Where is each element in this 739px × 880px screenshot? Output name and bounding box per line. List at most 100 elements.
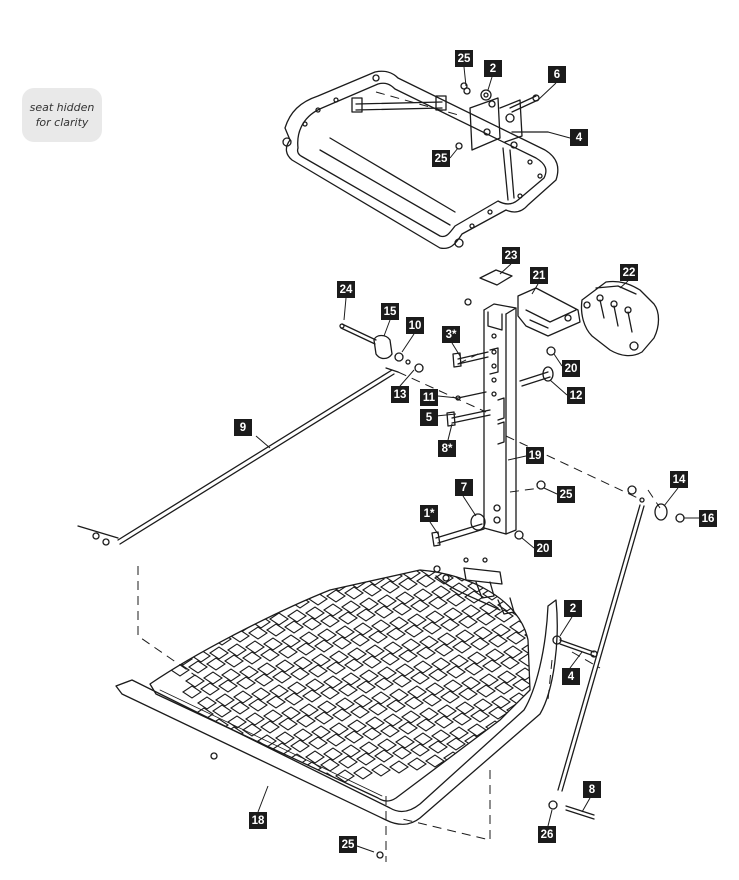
mesh-cell — [170, 591, 190, 605]
mesh-cell — [506, 570, 526, 573]
mesh-cell — [446, 737, 466, 751]
mesh-cell — [495, 538, 513, 550]
mesh-cell — [522, 499, 540, 511]
mesh-cell — [236, 676, 256, 690]
mesh-cell — [585, 667, 603, 679]
mesh-cell — [288, 538, 306, 550]
mesh-cell — [518, 725, 530, 739]
mesh-cell — [254, 601, 274, 615]
mesh-cell — [221, 596, 241, 610]
mesh-cell — [303, 546, 321, 558]
callout-7: 7 — [455, 479, 473, 496]
mesh-cell — [585, 595, 603, 607]
mesh-cell — [194, 635, 214, 649]
mesh-cell — [582, 609, 600, 621]
mesh-cell — [419, 570, 439, 577]
mesh-cell — [479, 601, 499, 615]
mesh-cell — [248, 698, 268, 712]
mesh-cell — [285, 549, 303, 561]
callout-20-lower: 20 — [534, 540, 552, 557]
mesh-cell — [441, 547, 459, 559]
mesh-cell — [353, 766, 373, 780]
mesh-cell — [323, 747, 343, 761]
mesh-cell — [335, 625, 355, 639]
mesh-cell — [411, 528, 429, 540]
mesh-cell — [320, 686, 340, 700]
mesh-cell — [494, 609, 514, 623]
callout-25-top: 25 — [455, 50, 473, 67]
mesh-cell — [302, 617, 322, 631]
mesh-cell — [449, 654, 469, 668]
mesh-cell — [198, 553, 216, 565]
mesh-cell — [245, 784, 265, 798]
mesh-cell — [176, 570, 196, 580]
mesh-cell — [224, 582, 244, 596]
mesh-cell — [249, 555, 267, 567]
mesh-cell — [440, 690, 460, 704]
mesh-cell — [150, 608, 169, 622]
mesh-cell — [395, 591, 415, 605]
callout-1-star: 1* — [420, 505, 438, 522]
mesh-cell — [242, 579, 262, 593]
mesh-cell — [344, 586, 364, 600]
mesh-cell — [446, 593, 466, 607]
mesh-cell — [339, 540, 357, 552]
callout-8: 8 — [583, 781, 601, 798]
mesh-cell — [482, 659, 502, 673]
mesh-cell — [525, 485, 543, 497]
callout-13: 13 — [391, 386, 409, 403]
mesh-cell — [234, 547, 252, 559]
mesh-cell — [183, 542, 201, 554]
mesh-cell — [491, 623, 511, 637]
mesh-cell — [410, 599, 430, 613]
mesh-cell — [503, 573, 523, 587]
mesh-cell — [260, 576, 280, 590]
mesh-cell — [576, 562, 594, 574]
mesh-cell — [408, 542, 426, 554]
center-post — [483, 303, 517, 535]
callout-26: 26 — [538, 826, 556, 843]
mesh-cell — [212, 570, 232, 574]
mesh-cell — [455, 701, 475, 715]
mesh-cell — [609, 639, 627, 651]
mesh-cell — [633, 683, 651, 695]
mesh-cell — [386, 699, 406, 713]
mesh-cell — [167, 605, 187, 619]
mesh-cell — [164, 616, 184, 630]
mesh-cell — [612, 700, 630, 712]
mesh-cell — [263, 709, 283, 723]
mesh-cell — [464, 662, 484, 676]
mesh-cell — [311, 581, 331, 595]
mesh-cell — [281, 778, 301, 792]
callout-5: 5 — [420, 409, 438, 426]
mesh-cell — [434, 571, 454, 585]
mesh-cell — [446, 665, 466, 679]
mesh-cell — [419, 635, 439, 649]
mesh-cell — [314, 570, 334, 581]
mesh-cell — [302, 689, 322, 703]
mesh-cell — [627, 708, 645, 720]
mesh-cell — [215, 693, 235, 707]
mesh-cell — [381, 509, 399, 521]
mesh-cell — [540, 568, 558, 580]
mesh-cell — [380, 580, 400, 594]
pad-23 — [479, 269, 513, 286]
mesh-cell — [506, 631, 526, 645]
mesh-cell — [372, 548, 390, 560]
mesh-cell — [576, 634, 594, 646]
mesh-cell — [453, 497, 471, 509]
mesh-cell — [660, 716, 678, 728]
mesh-cell — [362, 727, 382, 741]
mesh-cell — [561, 551, 579, 563]
mesh-cell — [305, 606, 325, 620]
mesh-cell — [356, 752, 376, 766]
mesh-cell — [197, 696, 217, 710]
mesh-cell — [425, 754, 445, 768]
mesh-cell — [467, 651, 487, 665]
mesh-cell — [378, 523, 396, 535]
mesh-cell — [431, 657, 451, 671]
mesh-cell — [338, 755, 358, 769]
mesh-cell — [636, 672, 654, 684]
mesh-cell — [458, 687, 478, 701]
mesh-cell — [341, 600, 361, 614]
